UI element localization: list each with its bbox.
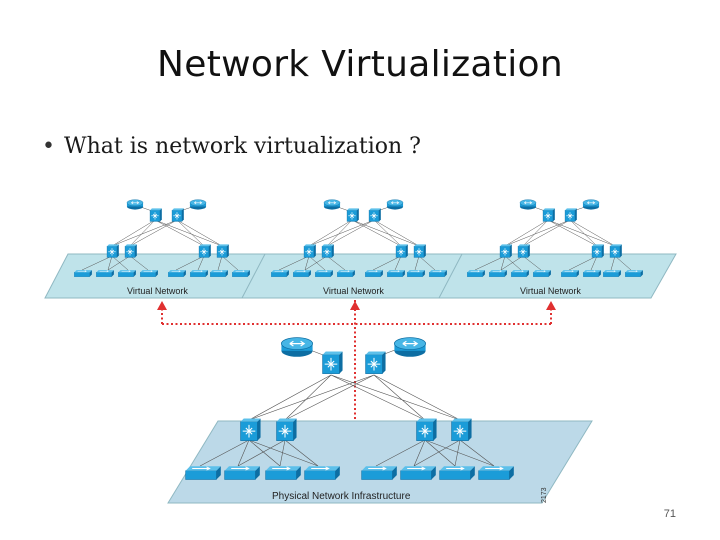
bullet-marker: • xyxy=(42,134,55,159)
virtualization-links xyxy=(161,300,552,420)
access-switch-icon xyxy=(271,270,289,277)
multilayer-switch-icon xyxy=(277,419,297,441)
virtual-network-1: Virtual Network xyxy=(44,200,276,299)
access-switch-icon xyxy=(225,466,260,479)
router-icon xyxy=(324,200,340,210)
figure-code: 2173 xyxy=(541,487,548,503)
access-switch-icon xyxy=(118,270,136,277)
physical-network-label: Physical Network Infrastructure xyxy=(272,491,411,502)
access-switch-icon xyxy=(305,466,340,479)
router-icon xyxy=(387,200,403,210)
access-switch-icon xyxy=(625,270,643,277)
bullet-item: • What is network virtualization ? xyxy=(42,134,421,159)
access-switch-icon xyxy=(583,270,601,277)
access-switch-icon xyxy=(315,270,333,277)
access-switch-icon xyxy=(96,270,114,277)
multilayer-switch-icon xyxy=(347,208,359,221)
multilayer-switch-icon xyxy=(217,244,229,257)
multilayer-switch-icon xyxy=(500,244,512,257)
page-number: 71 xyxy=(663,508,676,520)
access-switch-icon xyxy=(266,466,301,479)
access-switch-icon xyxy=(337,270,355,277)
multilayer-switch-icon xyxy=(452,419,472,441)
multilayer-switch-icon xyxy=(543,208,555,221)
multilayer-switch-icon xyxy=(518,244,530,257)
link-arrowheads xyxy=(157,301,556,310)
access-switch-icon xyxy=(210,270,228,277)
access-switch-icon xyxy=(467,270,485,277)
access-switch-icon xyxy=(186,466,221,479)
slide-title: Network Virtualization xyxy=(157,44,563,85)
virtual-network-label: Virtual Network xyxy=(127,286,188,296)
access-switch-icon xyxy=(190,270,208,277)
multilayer-switch-icon xyxy=(592,244,604,257)
access-switch-icon xyxy=(511,270,529,277)
virtual-network-label: Virtual Network xyxy=(520,286,581,296)
virtual-network-2: Virtual Network xyxy=(241,200,473,299)
multilayer-switch-icon xyxy=(322,244,334,257)
access-switch-icon xyxy=(293,270,311,277)
multilayer-switch-icon xyxy=(417,419,437,441)
router-icon xyxy=(583,200,599,210)
multilayer-switch-icon xyxy=(241,419,261,441)
virtual-network-3: Virtual Network xyxy=(438,200,677,299)
multilayer-switch-icon xyxy=(369,208,381,221)
arrow-up-icon xyxy=(157,301,167,310)
multilayer-switch-icon xyxy=(107,244,119,257)
access-switch-icon xyxy=(489,270,507,277)
access-switch-icon xyxy=(429,270,447,277)
bullet-text: What is network virtualization ? xyxy=(64,134,421,159)
access-switch-icon xyxy=(362,466,397,479)
access-switch-icon xyxy=(401,466,436,479)
virtual-network-label: Virtual Network xyxy=(323,286,384,296)
multilayer-switch-icon xyxy=(565,208,577,221)
access-switch-icon xyxy=(407,270,425,277)
router-icon xyxy=(190,200,206,210)
access-switch-icon xyxy=(479,466,514,479)
multilayer-switch-icon xyxy=(125,244,137,257)
multilayer-switch-icon xyxy=(199,244,211,257)
access-switch-icon xyxy=(561,270,579,277)
router-icon xyxy=(281,338,312,357)
router-icon xyxy=(520,200,536,210)
multilayer-switch-icon xyxy=(610,244,622,257)
access-switch-icon xyxy=(533,270,551,277)
multilayer-switch-icon xyxy=(304,244,316,257)
physical-network: Physical Network Infrastructure 2173 xyxy=(167,338,593,504)
multilayer-switch-icon xyxy=(414,244,426,257)
access-switch-icon xyxy=(232,270,250,277)
access-switch-icon xyxy=(365,270,383,277)
access-switch-icon xyxy=(387,270,405,277)
arrow-up-icon xyxy=(350,301,360,310)
multilayer-switch-icon xyxy=(150,208,162,221)
multilayer-switch-icon xyxy=(323,352,343,374)
access-switch-icon xyxy=(440,466,475,479)
access-switch-icon xyxy=(168,270,186,277)
access-switch-icon xyxy=(603,270,621,277)
multilayer-switch-icon xyxy=(172,208,184,221)
access-switch-icon xyxy=(74,270,92,277)
router-icon xyxy=(394,338,425,357)
arrow-up-icon xyxy=(546,301,556,310)
router-icon xyxy=(127,200,143,210)
access-switch-icon xyxy=(140,270,158,277)
multilayer-switch-icon xyxy=(366,352,386,374)
multilayer-switch-icon xyxy=(396,244,408,257)
